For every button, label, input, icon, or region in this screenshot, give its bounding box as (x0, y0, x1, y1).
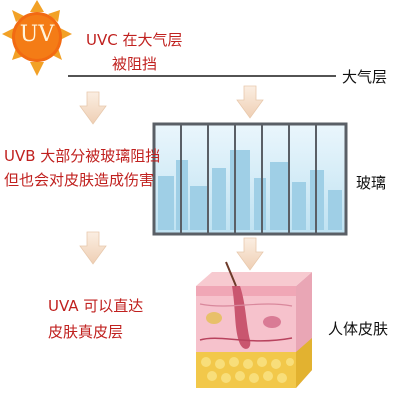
arrow-skin-down (236, 237, 264, 271)
skin-cross-section (196, 261, 312, 388)
arrow-uva-down (79, 231, 107, 265)
sun-icon (2, 0, 72, 76)
uva-text-line2: 皮肤真皮层 (48, 323, 124, 341)
skin-label: 人体皮肤 (328, 320, 389, 338)
glass-label: 玻璃 (356, 174, 387, 192)
uvc-text-line1: UVC 在大气层 (86, 31, 183, 49)
sun-label: UV (19, 22, 55, 47)
uva-text-line1: UVA 可以直达 (48, 297, 144, 315)
glass-window (152, 122, 348, 236)
uvc-text-line2: 被阻挡 (112, 55, 158, 73)
arrow-uvb-down (79, 91, 107, 125)
atmosphere-label: 大气层 (342, 68, 388, 86)
arrow-glass-down (236, 85, 264, 119)
uvb-text-line1: UVB 大部分被玻璃阻挡 (4, 147, 161, 165)
uvb-text-line2: 但也会对皮肤造成伤害 (4, 171, 155, 189)
